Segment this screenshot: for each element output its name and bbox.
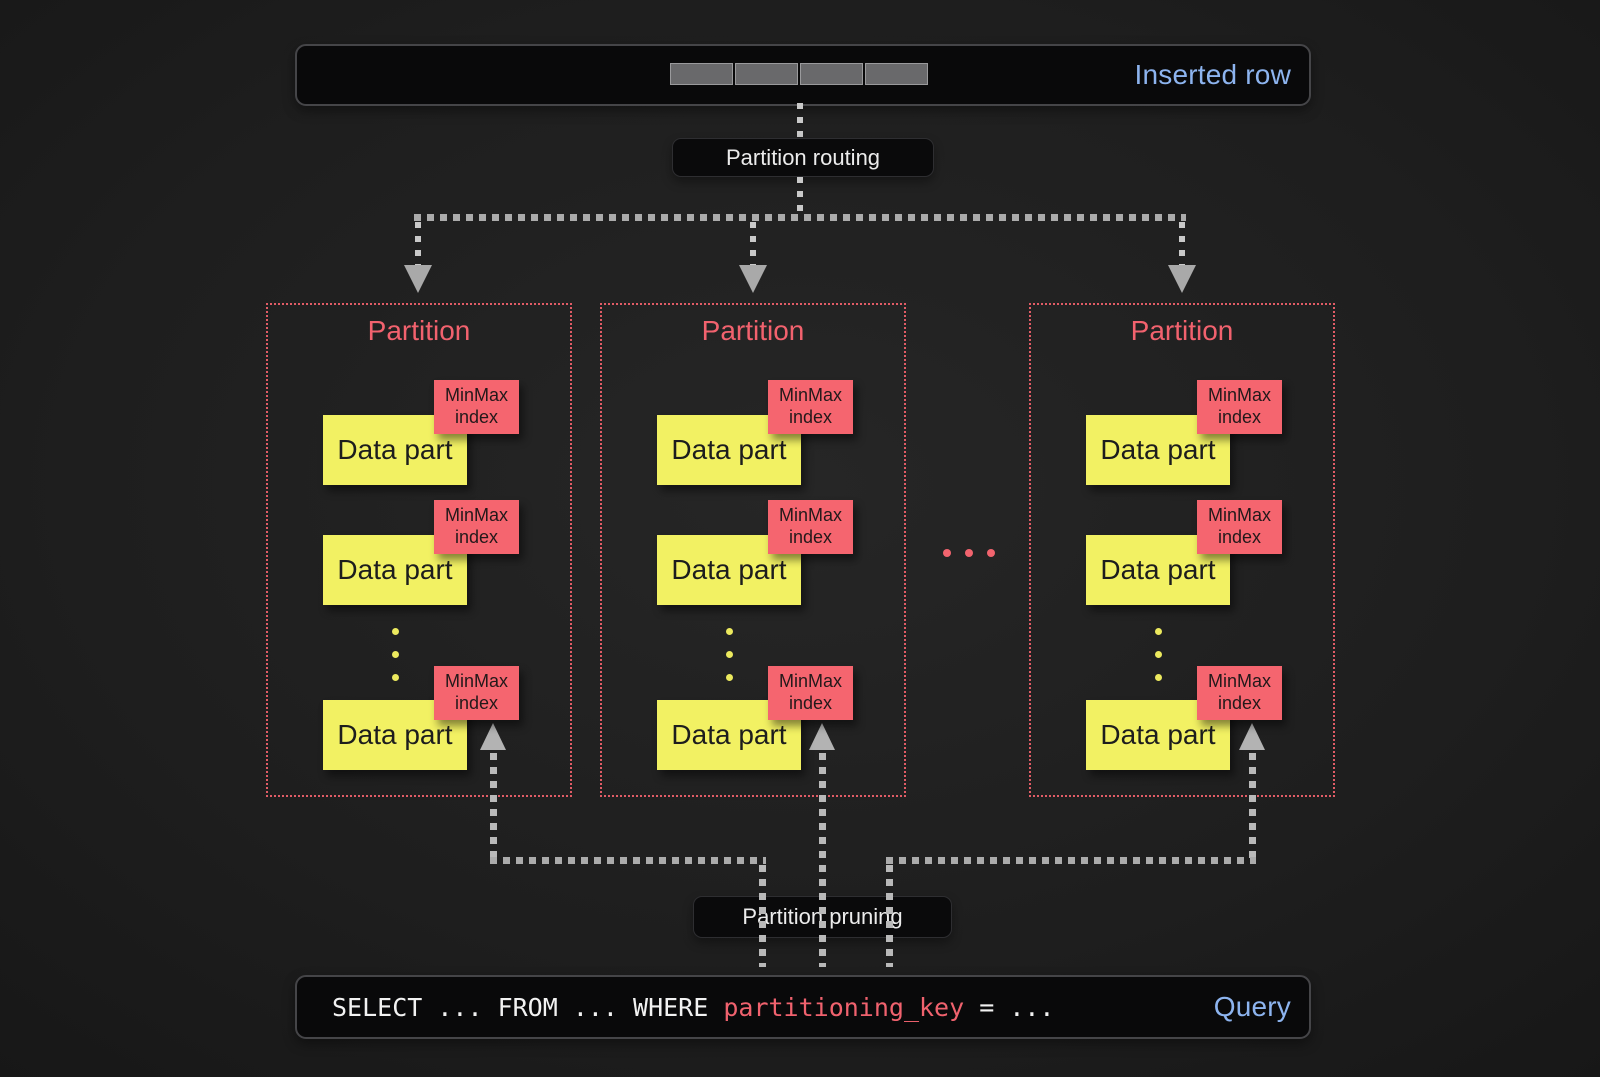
pruning-line-left-h [490,857,766,864]
pruning-line-right-v [1249,753,1256,859]
partition-title: Partition [1130,315,1234,346]
pruning-arrowhead-left [480,723,506,750]
inserted-row-cell [865,63,928,85]
pruning-line-left-v [490,753,497,859]
inserted-row-cell [800,63,863,85]
inserted-row-cell [670,63,733,85]
data-part-box: Data part [1086,535,1230,605]
routing-branch-middle [750,222,756,265]
inserted-row-cells [670,63,928,85]
inserted-row-label: Inserted row [1134,59,1291,90]
minmax-index-box: MinMax index [1197,666,1282,720]
data-part-box: Data part [323,700,467,770]
minmax-index-box: MinMax index [768,380,853,434]
query-bar: SELECT ... FROM ... WHERE partitioning_k… [295,975,1311,1039]
arrowhead-right-partition [1168,265,1196,293]
query-label: Query [1213,991,1291,1022]
pruning-stub-left [759,865,766,967]
pruning-arrowhead-right [1239,723,1265,750]
arrowhead-left-partition [404,265,432,293]
more-parts-ellipsis [392,628,399,681]
routing-distribution-line [414,214,1186,221]
pruning-stub-right [886,865,893,967]
routing-branch-left [415,222,421,265]
routing-line-mid [797,177,803,218]
pruning-line-right-h [886,857,1256,864]
minmax-index-box: MinMax index [768,500,853,554]
minmax-index-box: MinMax index [434,380,519,434]
inserted-row-cell [735,63,798,85]
minmax-index-box: MinMax index [768,666,853,720]
partitioning-key-token: partitioning_key [723,992,965,1022]
partition-title: Partition [701,315,805,346]
more-parts-ellipsis [1155,628,1162,681]
sql-query-text: SELECT ... FROM ... WHERE partitioning_k… [332,992,1055,1022]
minmax-index-box: MinMax index [1197,380,1282,434]
partition-title: Partition [367,315,471,346]
minmax-index-box: MinMax index [434,500,519,554]
partition-routing-label: Partition routing [672,138,934,177]
data-part-box: Data part [1086,700,1230,770]
minmax-index-box: MinMax index [1197,500,1282,554]
routing-branch-right [1179,222,1185,265]
data-part-box: Data part [323,535,467,605]
minmax-index-box: MinMax index [434,666,519,720]
arrowhead-middle-partition [739,265,767,293]
inserted-row-bar: Inserted row [295,44,1311,106]
pruning-line-middle-v [819,753,826,967]
more-parts-ellipsis [726,628,733,681]
routing-line-top [797,103,803,137]
pruning-arrowhead-middle [809,723,835,750]
more-partitions-ellipsis [943,549,995,557]
